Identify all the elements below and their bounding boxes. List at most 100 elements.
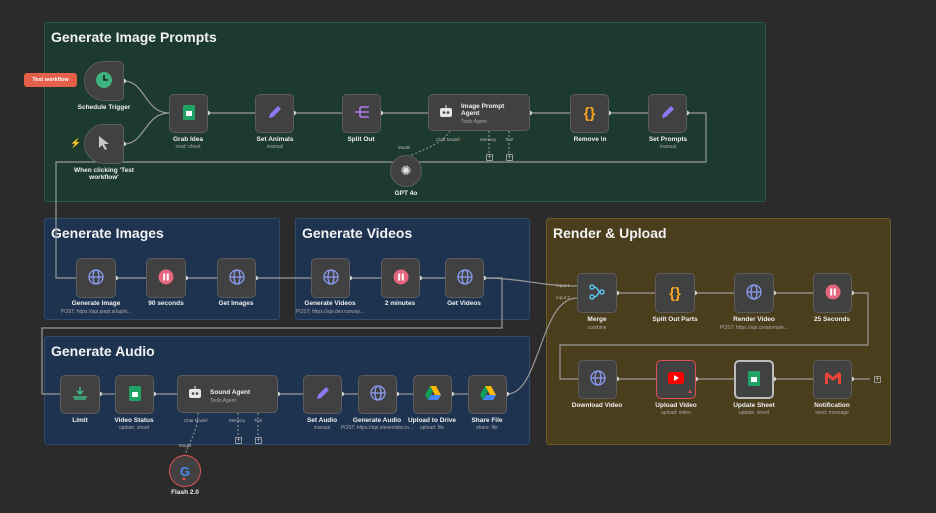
node-remove-newline[interactable]: {} — [570, 94, 609, 133]
port-input-2[interactable]: Input 2 — [556, 295, 570, 300]
globe-icon — [88, 268, 104, 288]
node-share-file[interactable] — [468, 375, 507, 414]
node-sublabel: manual — [313, 425, 331, 431]
port-input-1[interactable]: Input 1 — [556, 283, 570, 288]
node-split-out[interactable] — [342, 94, 381, 133]
node-render-video[interactable] — [734, 273, 774, 313]
drive-icon — [479, 386, 496, 403]
node-label: Set Prompts — [648, 136, 688, 143]
port-tool[interactable]: Tool — [505, 137, 514, 142]
google-icon: G — [179, 463, 191, 479]
add-tool-button[interactable]: + — [255, 437, 262, 444]
add-memory-button[interactable]: + — [235, 437, 242, 444]
node-notification[interactable] — [813, 360, 852, 399]
warning-icon: ▲ — [687, 389, 693, 395]
node-sublabel: manual — [659, 144, 677, 150]
node-split-out-parts[interactable]: {} — [655, 273, 695, 313]
node-limit[interactable] — [60, 375, 100, 414]
node-generate-videos[interactable] — [311, 258, 350, 298]
robot-icon — [439, 105, 453, 121]
node-merge[interactable] — [577, 273, 617, 313]
port-memory[interactable]: Memory — [480, 137, 497, 142]
group-title: Generate Image Prompts — [51, 29, 217, 45]
node-sublabel: update: sheet — [738, 410, 770, 416]
node-set-animals[interactable] — [255, 94, 294, 133]
pencil-icon — [315, 386, 330, 404]
port-chat-model[interactable]: Chat Model — [184, 418, 209, 423]
node-label: Limit — [72, 417, 88, 424]
globe-icon — [322, 268, 339, 288]
node-label: 25 Seconds — [813, 316, 851, 323]
port-chat-model[interactable]: Chat Model — [436, 137, 461, 142]
node-upload-video[interactable] — [656, 360, 696, 399]
sheets-icon — [128, 385, 141, 404]
node-wait-25-seconds[interactable] — [813, 273, 852, 313]
node-set-prompts[interactable] — [648, 94, 687, 133]
cursor-icon — [97, 135, 111, 154]
port-memory[interactable]: Memory — [229, 418, 246, 423]
node-label: Update Sheet — [733, 402, 775, 409]
port-tool[interactable]: Tool — [254, 418, 263, 423]
node-grab-idea[interactable] — [169, 94, 208, 133]
node-label: When clicking 'Test workflow' — [74, 167, 134, 182]
node-label: Remove \n — [573, 136, 607, 143]
pause-icon — [158, 269, 174, 288]
sheets-icon — [182, 104, 195, 123]
add-tool-button[interactable]: + — [506, 154, 513, 161]
node-wait-2-minutes[interactable] — [381, 258, 420, 298]
node-generate-audio[interactable] — [358, 375, 397, 414]
node-label: Flash 2.0 — [171, 489, 199, 496]
node-image-prompt-agent[interactable]: Image Prompt Agent Tools Agent — [428, 94, 530, 131]
node-upload-to-drive[interactable] — [413, 375, 452, 414]
node-schedule-trigger[interactable] — [84, 61, 124, 101]
node-get-images[interactable] — [217, 258, 256, 298]
node-label: Sound Agent — [210, 389, 251, 396]
node-label: Generate Audio — [352, 417, 402, 424]
node-label: Merge — [587, 316, 607, 323]
node-label: Split Out — [347, 136, 375, 143]
node-label: Share File — [471, 417, 503, 424]
node-set-audio[interactable] — [303, 375, 342, 414]
split-icon — [354, 105, 370, 122]
node-sublabel: POST: https://api.dev.runway... — [296, 309, 364, 315]
add-node-button[interactable]: + — [874, 376, 881, 383]
node-download-video[interactable] — [578, 360, 617, 399]
sheets-icon — [748, 370, 760, 389]
node-label: Grab Idea — [173, 136, 203, 143]
port-model: Model — [179, 443, 192, 448]
node-sublabel: manual — [266, 144, 284, 150]
clock-icon — [95, 71, 113, 92]
node-wait-90-seconds[interactable] — [146, 258, 186, 298]
node-gpt-4o[interactable]: ✺ — [390, 155, 422, 187]
node-label: GPT 4o — [394, 190, 418, 197]
add-memory-button[interactable]: + — [486, 154, 493, 161]
pause-icon — [393, 269, 409, 288]
node-sound-agent[interactable]: Sound Agent Tools Agent — [177, 375, 278, 413]
robot-icon — [188, 386, 202, 402]
group-title: Generate Audio — [51, 343, 155, 359]
merge-icon — [589, 283, 605, 303]
drive-icon — [424, 386, 441, 403]
node-sublabel: POST: https://api.piapi.ai/api/v... — [60, 309, 132, 315]
node-video-status[interactable] — [115, 375, 154, 414]
node-get-videos[interactable] — [445, 258, 484, 298]
node-manual-trigger[interactable] — [84, 124, 124, 164]
node-label: Upload Video — [655, 402, 697, 409]
code-icon: {} — [583, 105, 596, 122]
limit-icon — [72, 386, 88, 403]
node-generate-image[interactable] — [76, 258, 116, 298]
node-label: Set Animals — [256, 136, 294, 143]
test-workflow-button[interactable]: Test workflow — [24, 73, 77, 87]
pause-icon — [825, 284, 841, 303]
node-label: Schedule Trigger — [77, 104, 131, 111]
node-sublabel: share: file — [476, 425, 498, 431]
node-update-sheet[interactable] — [734, 360, 774, 399]
node-label: Generate Videos — [304, 300, 356, 307]
node-label: Get Images — [218, 300, 254, 307]
node-sublabel: send: message — [815, 410, 849, 416]
node-flash-2[interactable]: G — [169, 455, 201, 487]
lightning-icon: ⚡ — [70, 138, 82, 148]
node-sublabel: upload: video — [661, 410, 691, 416]
node-label: Download Video — [571, 402, 623, 409]
node-label: Set Audio — [306, 417, 338, 424]
